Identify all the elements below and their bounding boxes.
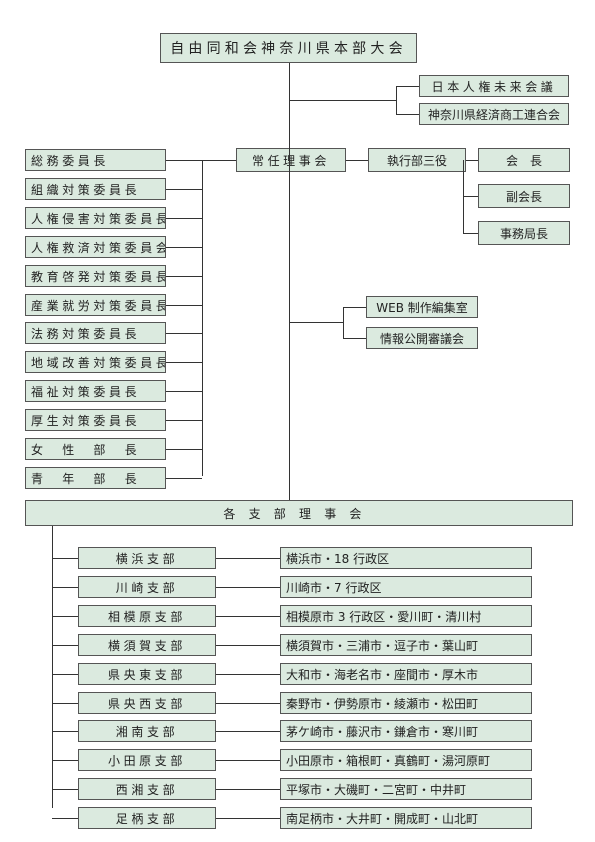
connector-line (216, 731, 280, 732)
branch-area-box: 秦野市・伊勢原市・綾瀬市・松田町 (280, 692, 532, 714)
top-box: 自由同和会神奈川県本部大会 (160, 33, 417, 63)
connector-line (166, 189, 202, 190)
branch-area-box: 茅ケ崎市・藤沢市・鎌倉市・寒川町 (280, 720, 532, 742)
connector-line (52, 760, 78, 761)
connector-line (202, 160, 203, 476)
committee-box: 法務対策委員長 (25, 322, 166, 344)
branch-box: 足柄支部 (78, 807, 216, 829)
connector-line (289, 100, 396, 101)
branch-council-box: 各支部理事会 (25, 500, 573, 526)
connector-line (216, 616, 280, 617)
connector-line (166, 420, 202, 421)
branch-area-box: 川崎市・7 行政区 (280, 576, 532, 598)
connector-line (52, 587, 78, 588)
standing-committee-box: 常任理事会 (236, 148, 346, 172)
branch-box: 川崎支部 (78, 576, 216, 598)
branch-box: 横須賀支部 (78, 634, 216, 656)
connector-line (52, 818, 78, 819)
branch-box: 横浜支部 (78, 547, 216, 569)
connector-line (343, 338, 366, 339)
connector-line (289, 63, 290, 500)
connector-line (463, 233, 478, 234)
connector-line (216, 760, 280, 761)
committee-box: 組織対策委員長 (25, 178, 166, 200)
connector-line (216, 645, 280, 646)
right-top-box-2: 神奈川県経済商工連合会 (419, 103, 569, 125)
connector-line (463, 196, 478, 197)
officer-box-1: 会 長 (478, 148, 570, 172)
branch-area-box: 相模原市 3 行政区・愛川町・清川村 (280, 605, 532, 627)
branch-box: 相模原支部 (78, 605, 216, 627)
connector-line (166, 362, 202, 363)
connector-line (52, 558, 78, 559)
connector-line (289, 322, 343, 323)
branch-box: 県央西支部 (78, 692, 216, 714)
connector-line (466, 160, 478, 161)
connector-line (166, 218, 202, 219)
connector-line (216, 703, 280, 704)
connector-line (396, 114, 419, 115)
branch-area-box: 大和市・海老名市・座間市・厚木市 (280, 663, 532, 685)
executive-box: 執行部三役 (368, 148, 466, 172)
committee-box: 女 性 部 長 (25, 438, 166, 460)
committee-box: 地域改善対策委員長 (25, 351, 166, 373)
connector-line (343, 307, 344, 338)
connector-line (166, 160, 202, 161)
committee-box: 人権救済対策委員会長 (25, 236, 166, 258)
connector-line (343, 307, 366, 308)
committee-box: 産業就労対策委員長 (25, 294, 166, 316)
branch-box: 小田原支部 (78, 749, 216, 771)
connector-line (52, 674, 78, 675)
connector-line (216, 587, 280, 588)
connector-line (52, 526, 53, 808)
connector-line (166, 449, 202, 450)
branch-box: 湘南支部 (78, 720, 216, 742)
committee-box: 青 年 部 長 (25, 467, 166, 489)
committee-box: 人権侵害対策委員長 (25, 207, 166, 229)
branch-box: 西湘支部 (78, 778, 216, 800)
connector-line (52, 789, 78, 790)
branch-area-box: 小田原市・箱根町・真鶴町・湯河原町 (280, 749, 532, 771)
connector-line (52, 645, 78, 646)
connector-line (52, 616, 78, 617)
connector-line (166, 478, 202, 479)
branch-area-box: 平塚市・大磯町・二宮町・中井町 (280, 778, 532, 800)
connector-line (166, 333, 202, 334)
connector-line (166, 247, 202, 248)
connector-line (52, 731, 78, 732)
connector-line (346, 160, 368, 161)
committee-box: 教育啓発対策委員長 (25, 265, 166, 287)
branch-area-box: 南足柄市・大井町・開成町・山北町 (280, 807, 532, 829)
connector-line (202, 160, 236, 161)
connector-line (166, 391, 202, 392)
branch-box: 県央東支部 (78, 663, 216, 685)
connector-line (52, 703, 78, 704)
connector-line (216, 789, 280, 790)
connector-line (216, 818, 280, 819)
committee-box: 福祉対策委員長 (25, 380, 166, 402)
committee-box: 総務委員長 (25, 149, 166, 171)
officer-box-3: 事務局長 (478, 221, 570, 245)
committee-box: 厚生対策委員長 (25, 409, 166, 431)
connector-line (216, 674, 280, 675)
officer-box-2: 副会長 (478, 184, 570, 208)
web-editing-box: WEB 制作編集室 (366, 296, 478, 318)
info-disclosure-box: 情報公開審議会 (366, 327, 478, 349)
branch-area-box: 横須賀市・三浦市・逗子市・葉山町 (280, 634, 532, 656)
connector-line (216, 558, 280, 559)
connector-line (166, 276, 202, 277)
branch-area-box: 横浜市・18 行政区 (280, 547, 532, 569)
right-top-box-1: 日本人権未来会議 (419, 75, 569, 97)
connector-line (396, 86, 397, 114)
connector-line (396, 86, 419, 87)
connector-line (166, 305, 202, 306)
